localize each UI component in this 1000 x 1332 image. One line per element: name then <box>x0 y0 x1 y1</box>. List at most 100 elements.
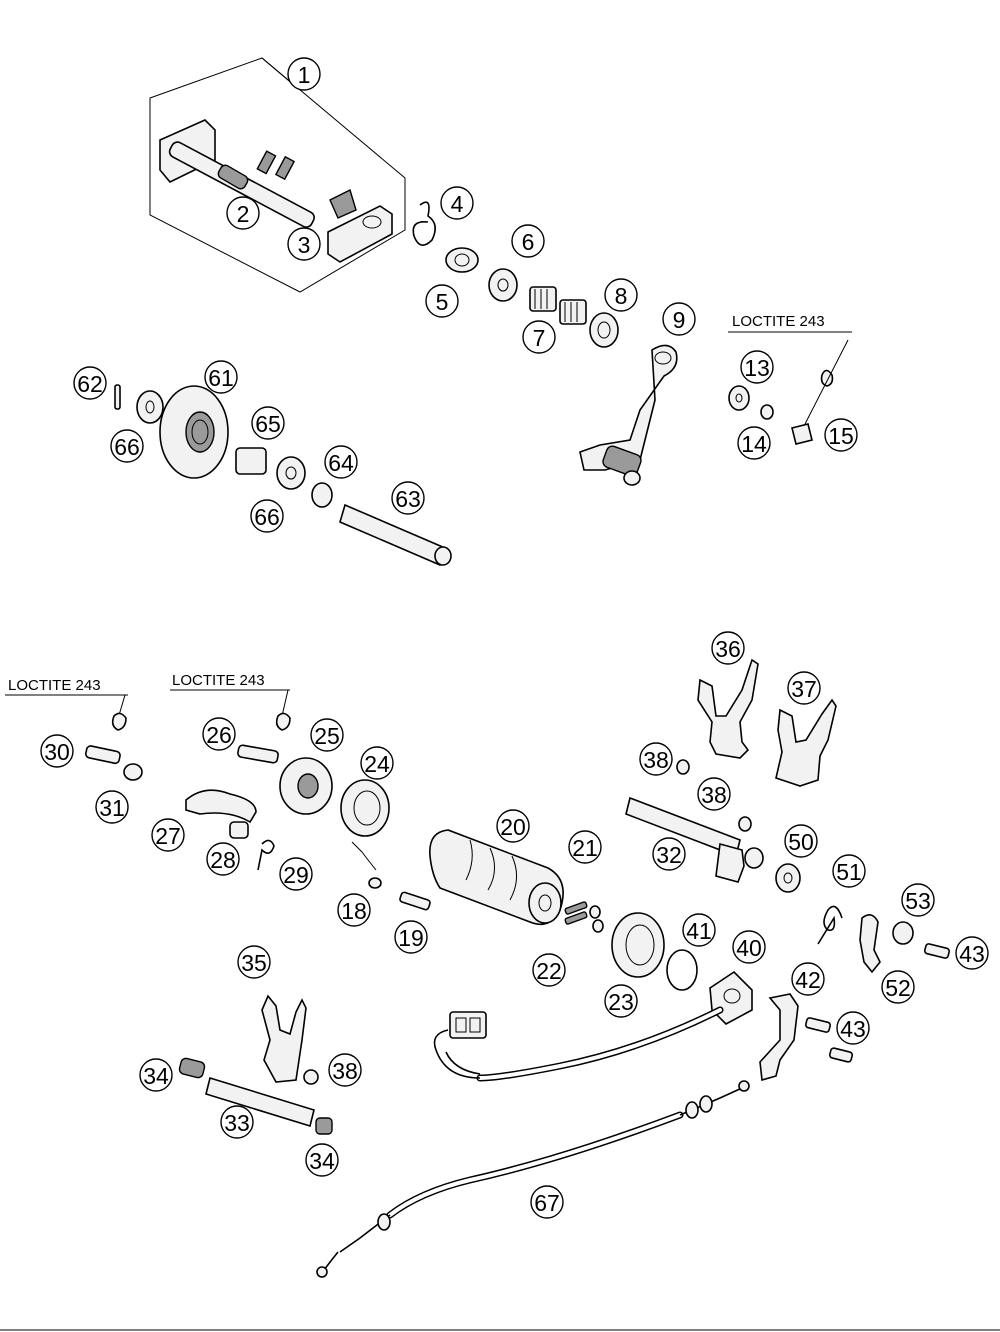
callout-25: 25 <box>310 718 344 752</box>
callout-number: 3 <box>298 232 311 258</box>
callout-number: 63 <box>395 486 421 512</box>
callout-43-lower: 43 <box>836 1011 870 1045</box>
callout-66: 66 <box>110 429 144 463</box>
shift-drum-20 <box>429 829 564 926</box>
callout-number: 24 <box>364 751 390 777</box>
callout-number: 42 <box>795 967 821 993</box>
callout-51: 51 <box>832 854 866 888</box>
callout-number: 32 <box>656 842 682 868</box>
fasteners-13-15 <box>728 331 852 445</box>
callout-number: 2 <box>237 201 250 227</box>
seal-24 <box>340 779 390 837</box>
callout-64: 64 <box>324 445 358 479</box>
callout-67: 67 <box>530 1185 564 1219</box>
callout-13: 13 <box>740 350 774 384</box>
pin-62 <box>114 384 121 410</box>
callout-number: 18 <box>341 898 367 924</box>
sensor-40-bracket-42 <box>709 970 854 1082</box>
callout-14: 14 <box>737 426 771 460</box>
shift-lever-9 <box>579 344 678 486</box>
callout-65: 65 <box>251 406 285 440</box>
callout-23: 23 <box>604 984 638 1018</box>
fork-35-shaft-33-springs-34 <box>178 994 333 1135</box>
callout-number: 4 <box>451 191 464 217</box>
callout-6: 6 <box>511 224 545 258</box>
bolt-30-washer-31 <box>85 712 143 781</box>
callout-number: 37 <box>791 676 817 702</box>
callout-number: 38 <box>332 1058 358 1084</box>
callout-number: 20 <box>500 814 526 840</box>
callout-66-lower: 66 <box>250 499 284 533</box>
callout-number: 6 <box>522 229 535 255</box>
callout-number: 5 <box>436 289 449 315</box>
callout-number: 35 <box>241 950 267 976</box>
callout-19: 19 <box>394 920 428 954</box>
callout-62: 62 <box>73 366 107 400</box>
callout-38: 38 <box>639 742 673 776</box>
callout-number: 65 <box>255 411 281 437</box>
washer-6 <box>488 268 518 302</box>
callout-number: 53 <box>905 888 931 914</box>
callout-31: 31 <box>95 790 129 824</box>
callout-2: 2 <box>226 196 260 230</box>
callout-37: 37 <box>787 671 821 705</box>
callout-28: 28 <box>206 842 240 876</box>
callout-32: 32 <box>652 837 686 871</box>
callout-41: 41 <box>682 913 716 947</box>
callout-34-lower: 34 <box>305 1143 339 1177</box>
spring-clip-4 <box>412 201 436 246</box>
callout-number: 13 <box>744 355 770 381</box>
screw-18-19 <box>351 841 431 911</box>
loctite-note-text: LOCTITE 243 <box>8 677 101 694</box>
callout-number: 33 <box>224 1110 250 1136</box>
callout-33: 33 <box>220 1105 254 1139</box>
callout-number: 26 <box>206 722 232 748</box>
callout-number: 25 <box>314 723 340 749</box>
loctite-note-text: LOCTITE 243 <box>172 672 265 689</box>
callout-number: 29 <box>283 862 309 888</box>
callout-1: 1 <box>287 57 321 91</box>
callout-38-lower: 38 <box>328 1053 362 1087</box>
callout-20: 20 <box>496 809 530 843</box>
callout-8: 8 <box>604 278 638 312</box>
callout-63: 63 <box>391 481 425 515</box>
callout-number: 41 <box>686 918 712 944</box>
callout-7: 7 <box>522 320 556 354</box>
callout-24: 24 <box>360 746 394 780</box>
sleeve-5 <box>445 247 479 273</box>
callout-number: 8 <box>615 283 628 309</box>
callout-number: 43 <box>959 941 985 967</box>
callout-number: 14 <box>741 431 767 457</box>
callout-number: 30 <box>44 739 70 765</box>
wiring-harness <box>433 1006 724 1082</box>
callout-29: 29 <box>279 857 313 891</box>
callout-number: 43 <box>840 1016 866 1042</box>
callout-number: 66 <box>114 434 140 460</box>
callout-number: 67 <box>534 1190 560 1216</box>
loctite-note-top: LOCTITE 243 <box>732 313 825 330</box>
shaft-63 <box>339 503 452 567</box>
callout-number: 34 <box>143 1063 169 1089</box>
callout-number: 7 <box>533 325 546 351</box>
shaft-32-50 <box>625 796 801 893</box>
loctite-note-left: LOCTITE 243 <box>8 677 101 694</box>
callout-15: 15 <box>824 418 858 452</box>
callout-36: 36 <box>711 631 745 665</box>
spring-51-lever-52-53 <box>817 905 951 974</box>
callout-number: 61 <box>208 365 234 391</box>
washers-66-64-65 <box>136 390 333 508</box>
callout-42: 42 <box>791 962 825 996</box>
callout-30: 30 <box>40 734 74 768</box>
callout-26: 26 <box>202 717 236 751</box>
callout-number: 36 <box>715 636 741 662</box>
callout-number: 52 <box>885 975 911 1001</box>
callout-53: 53 <box>901 883 935 917</box>
callout-number: 50 <box>788 829 814 855</box>
callout-40: 40 <box>732 930 766 964</box>
callout-18: 18 <box>337 893 371 927</box>
callout-number: 66 <box>254 504 280 530</box>
callout-number: 9 <box>673 307 686 333</box>
callout-22: 22 <box>532 953 566 987</box>
callout-27: 27 <box>151 818 185 852</box>
